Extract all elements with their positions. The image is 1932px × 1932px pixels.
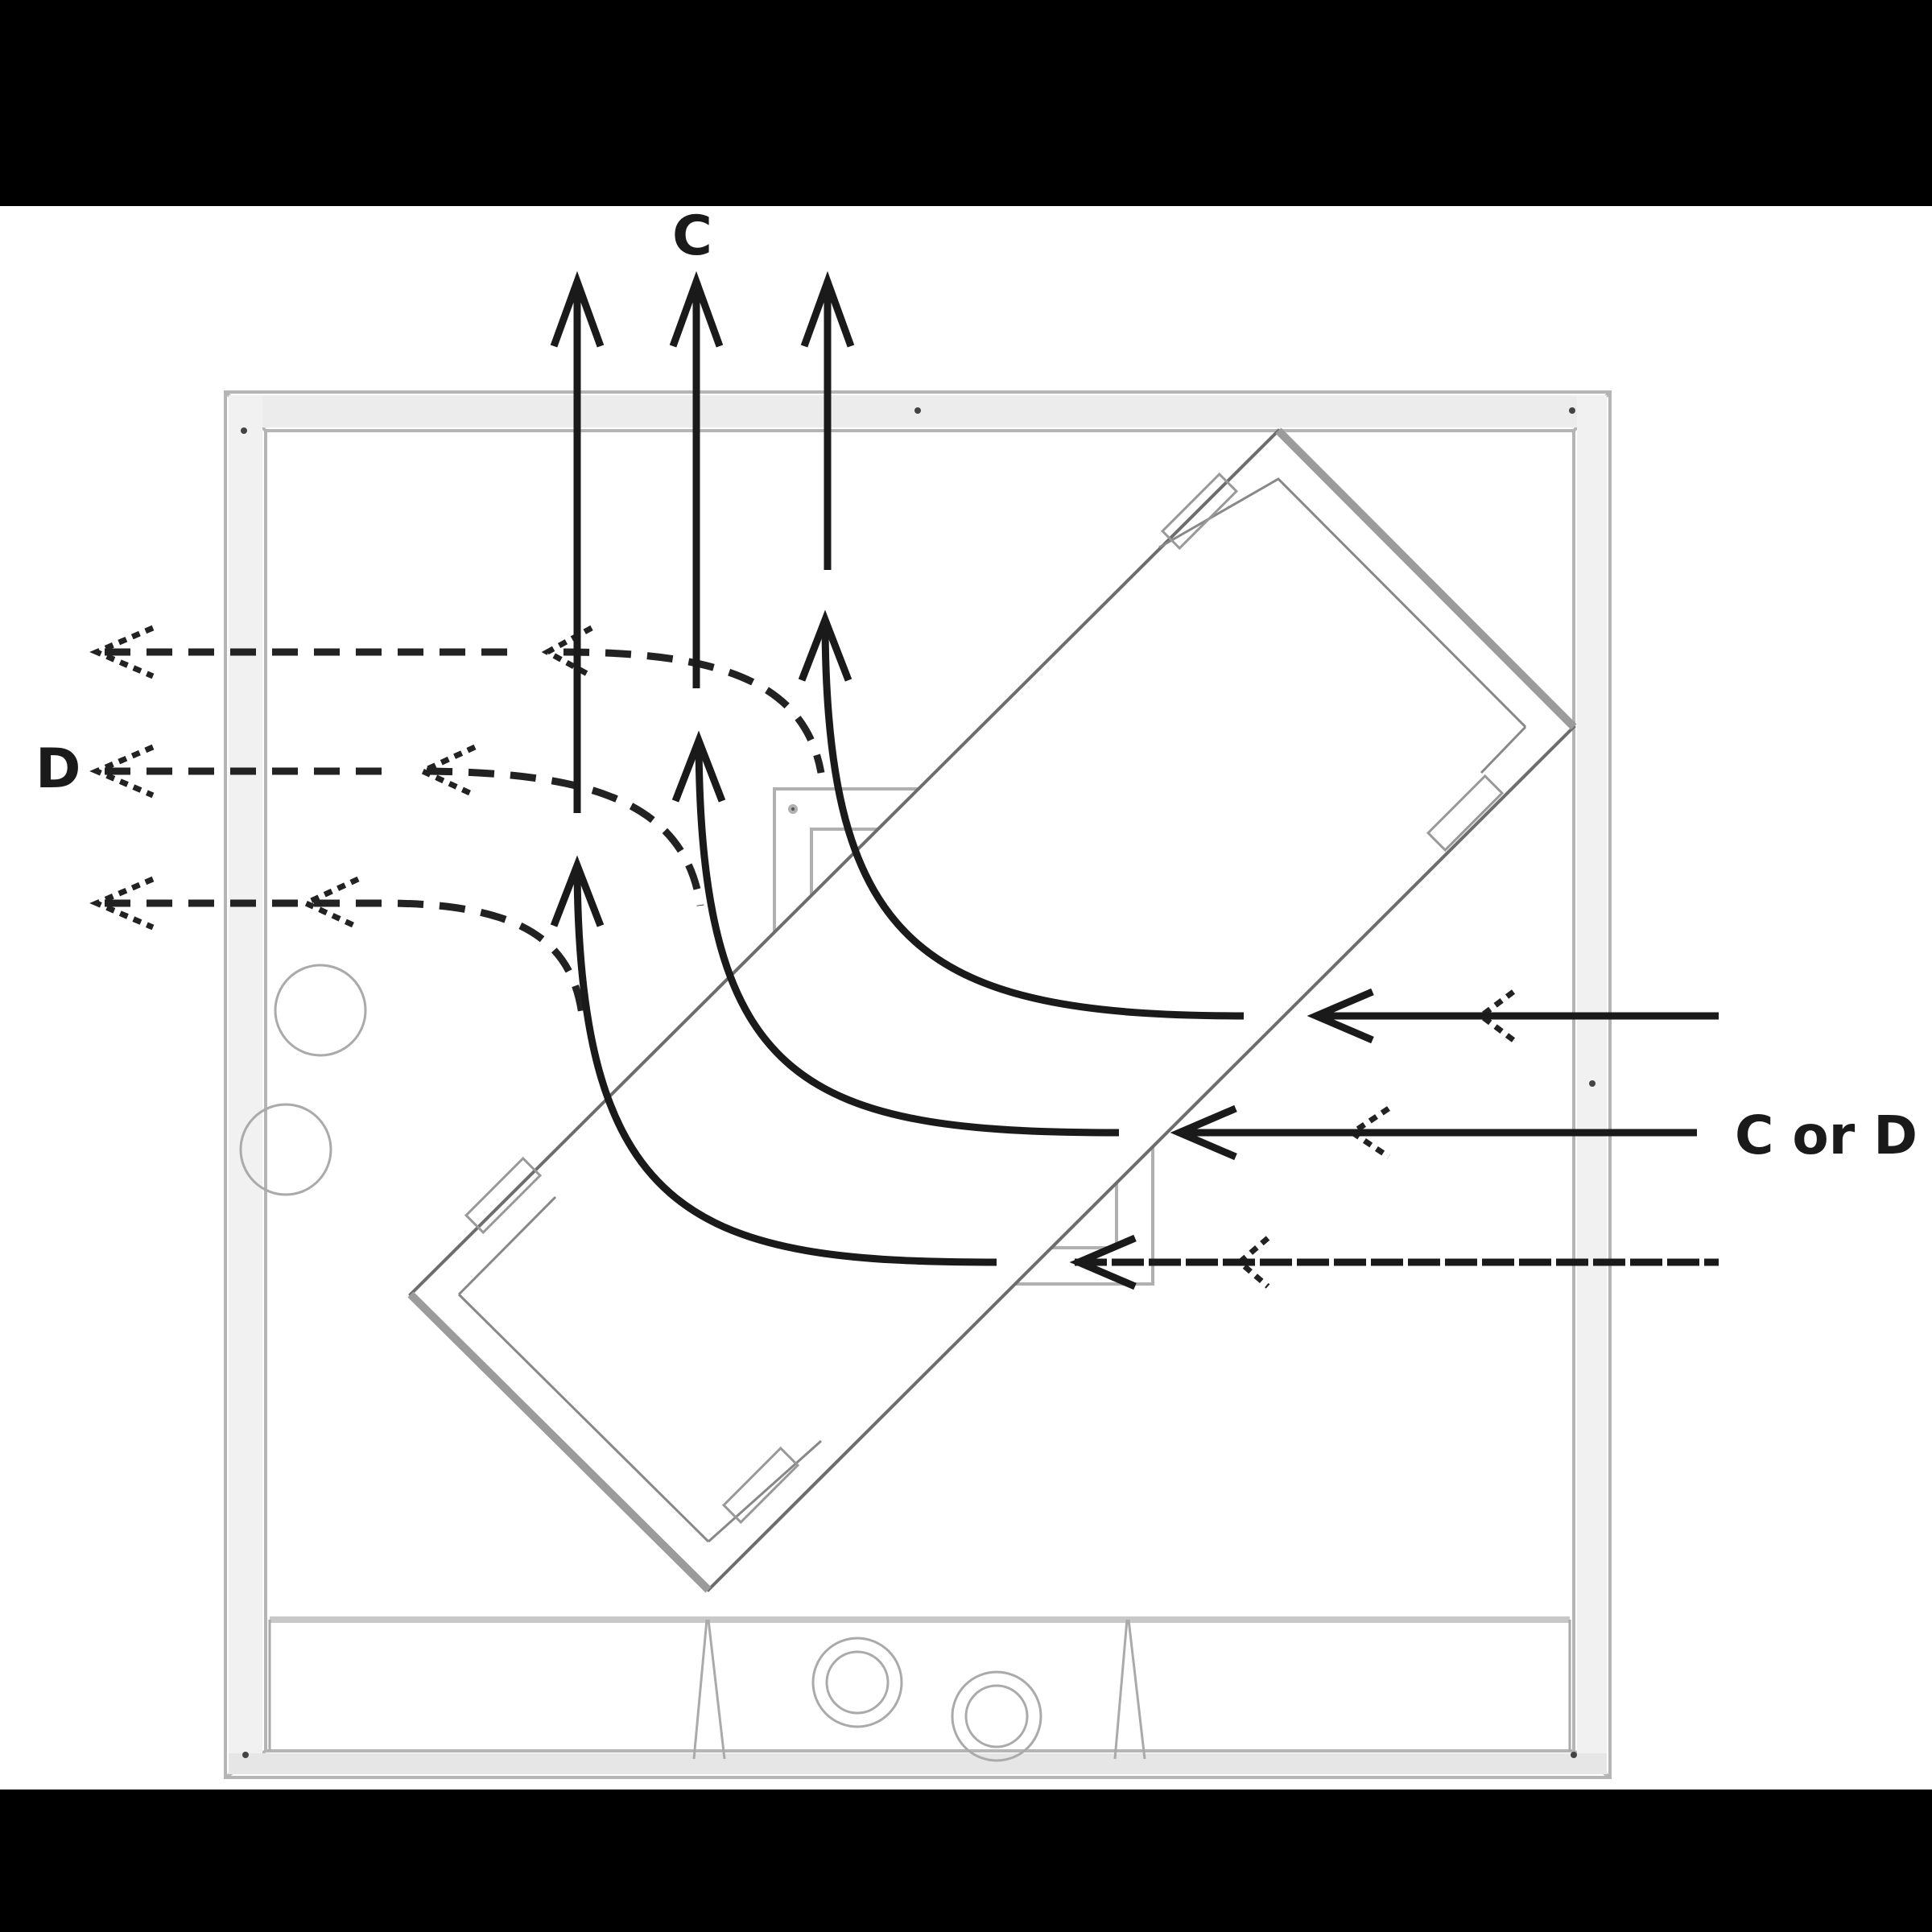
dashed-flows (105, 648, 825, 1015)
diagram-canvas: C D C or D (0, 206, 1932, 1790)
outer-frame (224, 390, 1612, 1779)
frame-rivets (241, 407, 1596, 1758)
label-left-d: D (35, 737, 81, 801)
diagonal-core (407, 427, 1577, 1593)
solid-arrowheads (550, 270, 1374, 1290)
airflow-diagram (89, 270, 1719, 1779)
label-right-c-or-d: C or D (1735, 1104, 1918, 1166)
label-top-c: C (672, 204, 712, 268)
bottom-drain-panel (268, 1616, 1571, 1762)
solid-flows (573, 282, 1719, 1266)
